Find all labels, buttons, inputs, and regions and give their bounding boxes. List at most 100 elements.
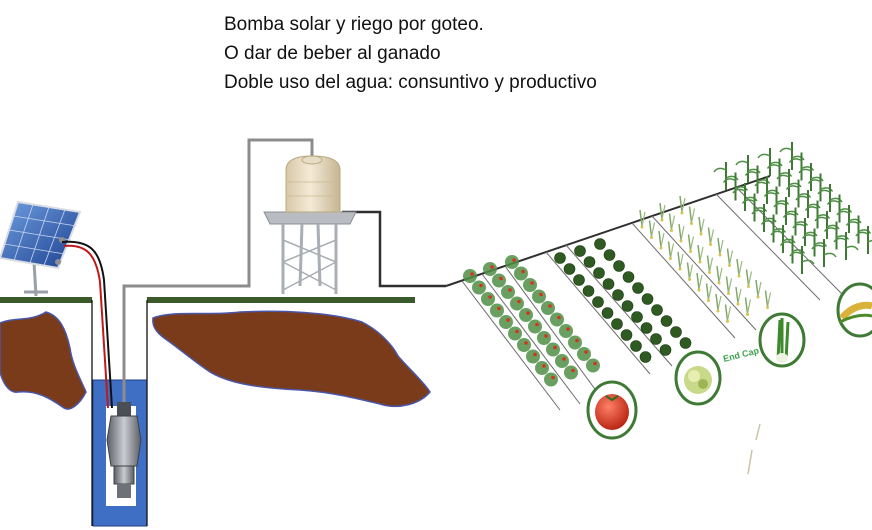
onion-leaf	[696, 272, 700, 290]
drip-irrigation-field: End Cap	[445, 142, 872, 475]
cabbage-plant	[611, 318, 623, 330]
onion-leaf	[678, 223, 682, 241]
cabbage-plant	[670, 326, 682, 338]
tomato-plant	[559, 324, 573, 338]
cabbage-plant	[563, 263, 576, 275]
tomato-fruit	[524, 341, 528, 345]
cabbage-plant	[621, 300, 634, 312]
tomato-plant	[483, 262, 497, 276]
onion-leaf	[679, 195, 683, 213]
diagram-caption: Bomba solar y riego por goteo. O dar de …	[224, 10, 824, 97]
onion-leaf	[686, 262, 691, 279]
onion-bulb	[746, 313, 749, 316]
tomato-plant	[523, 278, 537, 292]
water-tank-icon	[263, 155, 357, 294]
cabbage-plant	[594, 238, 606, 250]
maize-leaf	[735, 160, 761, 174]
tomato-plant	[564, 365, 578, 380]
onion-leaf	[648, 220, 653, 237]
onion-leaf	[738, 260, 743, 276]
onion-leaf	[641, 211, 646, 227]
onion-leaf	[726, 306, 732, 321]
maize-leaf	[757, 153, 783, 167]
maize-leaf	[773, 202, 799, 216]
tomato-fruit	[593, 361, 597, 366]
tomato-fruit	[506, 318, 510, 322]
maize-leaf	[760, 220, 787, 233]
maize-leaf	[855, 231, 872, 243]
maize-leaf	[766, 164, 793, 177]
cabbage-plant	[639, 351, 652, 363]
onion-leaf	[726, 248, 731, 265]
onion-bulb	[766, 306, 769, 309]
cabbage-plant	[650, 333, 662, 345]
onion-leaf	[744, 297, 749, 314]
onion-leaf	[709, 229, 715, 244]
onion-bulb	[697, 288, 701, 292]
onion-leaf	[766, 292, 772, 307]
cabbage-plant	[593, 267, 605, 279]
tomato-plant	[532, 289, 546, 304]
cabbage-plant	[651, 304, 663, 316]
onion-leaf	[658, 230, 662, 248]
onion-leaf	[681, 197, 686, 213]
tomato-plant	[544, 372, 558, 387]
maize-leaf	[744, 171, 771, 184]
end-cap-label: End Cap	[722, 345, 760, 364]
onion-bulb	[728, 264, 731, 267]
maize-leaf	[754, 181, 780, 195]
onion-bulb	[690, 222, 693, 225]
maize-leaf	[722, 178, 749, 191]
cabbage-plant	[612, 289, 624, 301]
onion-leaf	[688, 206, 693, 223]
onion-leaf	[735, 286, 739, 304]
tomato-fruit	[512, 258, 516, 262]
tomato-plant	[519, 308, 533, 322]
onion-leaf	[725, 276, 730, 293]
maize-leaf	[814, 216, 840, 230]
onion-leaf	[764, 290, 769, 307]
caption-line-1: Bomba solar y riego por goteo.	[224, 14, 484, 35]
onion-leaf	[690, 208, 696, 223]
maize-leaf	[776, 174, 802, 188]
tomato-plant	[568, 335, 582, 350]
tomato-fruit	[535, 322, 539, 327]
cabbage-plant	[582, 285, 595, 297]
onion-leaf	[688, 264, 694, 279]
onion-leaf	[689, 236, 695, 251]
tomato-plant	[514, 266, 528, 281]
onion-leaf	[736, 258, 740, 276]
onion-bulb	[756, 295, 760, 299]
cabbage-plant	[592, 296, 604, 308]
tomato-fruit	[539, 292, 543, 297]
onion-leaf	[698, 274, 703, 290]
onion-leaf	[718, 267, 723, 283]
maize-leaf	[798, 168, 824, 182]
tomato-fruit	[499, 276, 503, 281]
onion-bulb	[680, 211, 684, 215]
onion-leaf	[687, 234, 692, 251]
cabbage-plant	[601, 307, 614, 319]
onion-leaf	[757, 281, 762, 297]
tomato-badge-icon	[586, 380, 638, 440]
onion-leaf	[639, 209, 643, 227]
cabbage-plant	[574, 245, 586, 257]
maize-leaf	[789, 251, 815, 265]
onion-leaf	[717, 237, 721, 255]
cabbage-plant	[641, 293, 654, 305]
cabbage-plant	[632, 282, 644, 294]
maize-leaf	[795, 195, 821, 209]
tomato-fruit	[557, 315, 561, 320]
onion-bulb	[679, 239, 683, 243]
tomato-fruit	[521, 269, 525, 274]
maize-leaf	[779, 241, 806, 254]
onion-leaf	[746, 299, 752, 314]
onion-bulb	[737, 274, 741, 278]
onion-leaf	[707, 285, 713, 300]
tomato-fruit	[553, 345, 557, 350]
tomato-fruit	[544, 334, 548, 338]
tomato-fruit	[575, 338, 579, 343]
maize-leaf	[807, 179, 834, 192]
onion-leaf	[700, 218, 705, 234]
maize-leaf	[823, 227, 850, 240]
